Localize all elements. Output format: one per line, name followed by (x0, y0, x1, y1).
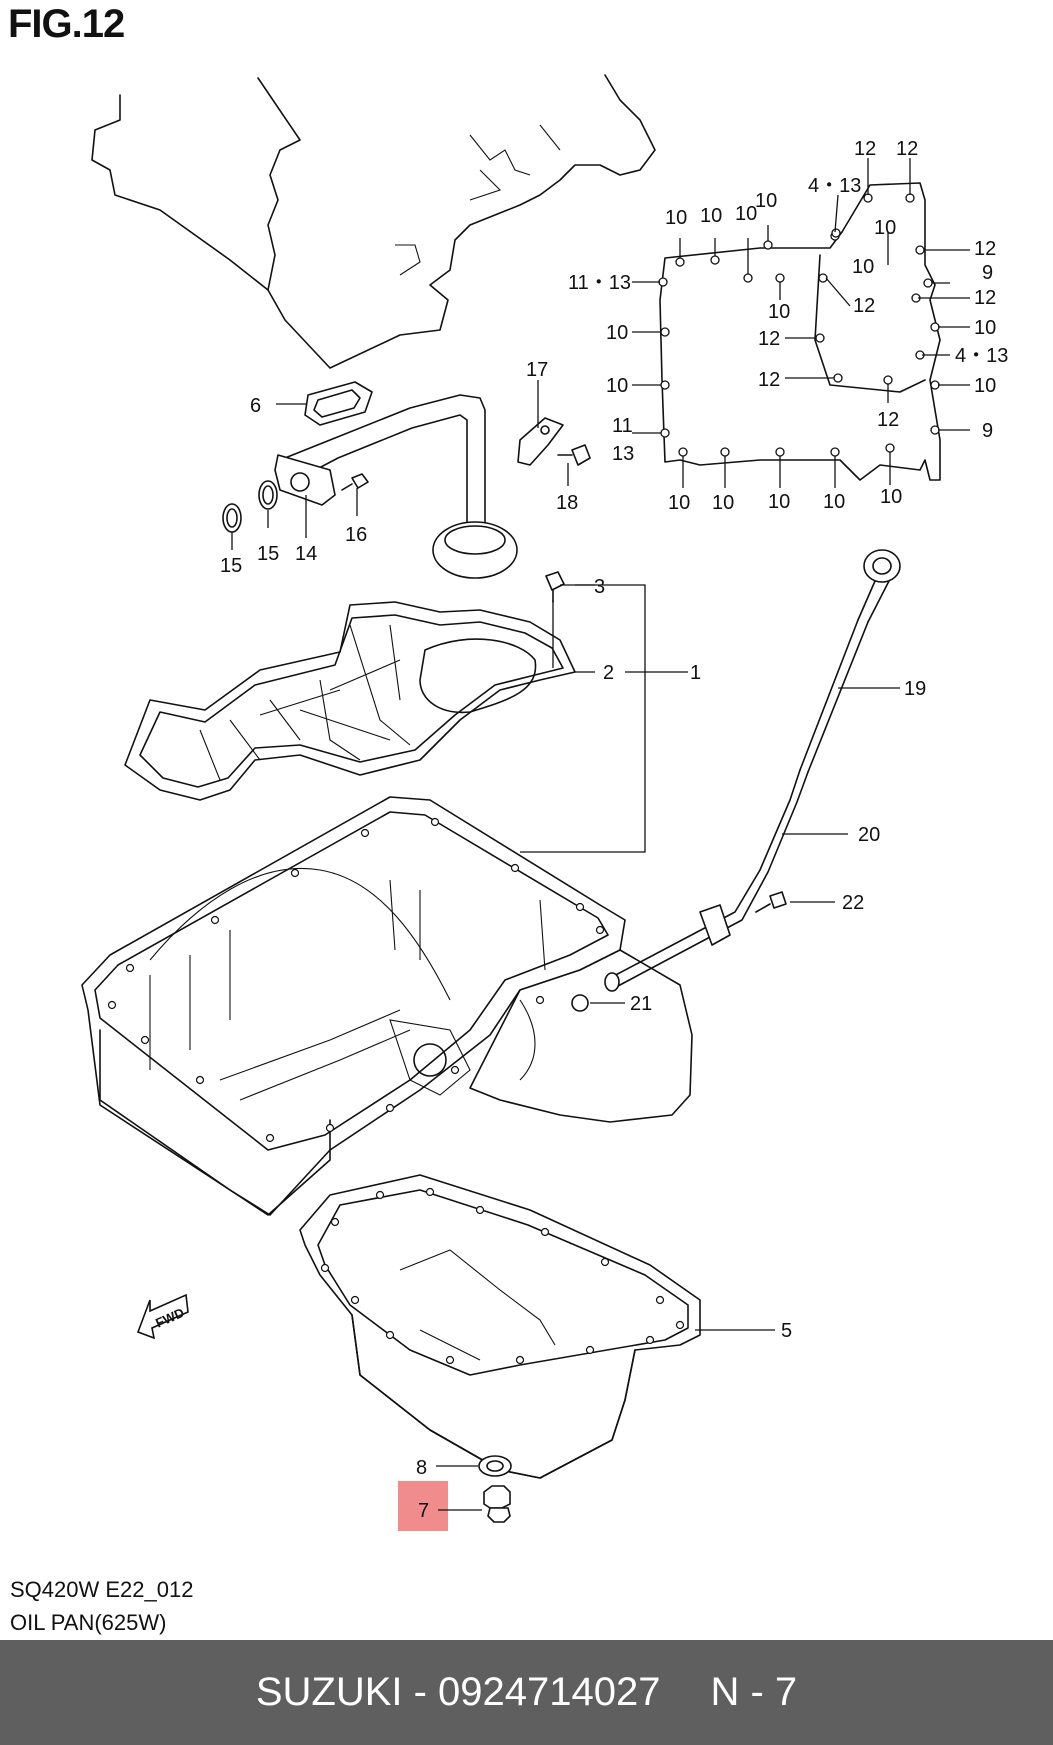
callout-8: 8 (416, 1457, 427, 1479)
callout-18: 18 (556, 492, 578, 514)
callout-14: 14 (295, 543, 317, 565)
oil-pan-exploded-diagram: FWD 1 2 3 5 6 7 8 14 15 15 16 17 18 19 2… (81, 74, 1008, 1531)
bolt-22 (755, 891, 787, 913)
bolt-callout-10: 10 (974, 317, 996, 339)
fwd-direction-arrow: FWD (136, 1293, 189, 1340)
callout-21: 21 (630, 993, 652, 1015)
oil-strainer (274, 394, 518, 579)
callout-16: 16 (345, 524, 367, 546)
upper-oil-pan (81, 796, 693, 1216)
drain-washer (478, 1455, 512, 1477)
callout-2: 2 (603, 662, 614, 684)
bolt-callout-12: 12 (854, 138, 876, 160)
strainer-gasket (304, 381, 373, 426)
bolt-callout-10: 10 (823, 491, 845, 513)
bolt-callout-10: 10 (852, 256, 874, 278)
bolt-callout-10: 10 (768, 491, 790, 513)
callout-17: 17 (526, 359, 548, 381)
bolt-callout-11-13: 11・13 (568, 272, 631, 294)
engine-block-outline (91, 74, 656, 369)
bracket-17 (517, 417, 564, 466)
bolt-callout-12: 12 (877, 409, 899, 431)
figure-title: FIG.12 (8, 2, 125, 46)
oil-baffle-plate (124, 601, 576, 801)
oil-level-gauge (799, 549, 901, 773)
bolt-callout-10: 10 (606, 322, 628, 344)
callout-22: 22 (842, 892, 864, 914)
callout-3: 3 (594, 576, 605, 598)
bolt-callout-4-13: 4・13 (808, 175, 861, 197)
bolt-callout-4-13: 4・13 (955, 345, 1008, 367)
o-ring-15a-inner (226, 508, 238, 528)
bolt-callout-9: 9 (982, 420, 993, 442)
callout-19: 19 (904, 678, 926, 700)
bolt-callout-10: 10 (712, 492, 734, 514)
oil-level-gauge-guide (604, 769, 809, 992)
footer-bar: SUZUKI - 0924714027 N - 7 (0, 1640, 1053, 1745)
figure-caption: SQ420W E22_012 OIL PAN(625W) (10, 1573, 193, 1639)
callout-20: 20 (858, 824, 880, 846)
bolt-callout-10: 10 (874, 217, 896, 239)
bolt-3 (545, 571, 565, 603)
bolt-16 (341, 473, 369, 491)
callout-7: 7 (418, 1500, 429, 1522)
bolt-callout-12: 12 (758, 369, 780, 391)
bolt-callout-13: 13 (612, 443, 634, 465)
bolt-callout-12: 12 (853, 295, 875, 317)
figure-code: SQ420W E22_012 (10, 1577, 194, 1602)
footer-part-number: SUZUKI - 0924714027 (255, 1670, 661, 1714)
o-ring-21 (571, 994, 589, 1012)
bolt-18 (557, 444, 591, 466)
bolt-callout-12: 12 (974, 287, 996, 309)
bolt-callout-10: 10 (755, 190, 777, 212)
bolt-callout-10: 10 (700, 205, 722, 227)
callout-6: 6 (250, 395, 261, 417)
bolt-callout-12: 12 (896, 138, 918, 160)
bolt-callout-12: 12 (758, 328, 780, 350)
oil-pan-bolt-pattern (632, 158, 970, 488)
bolt-callout-9: 9 (982, 262, 993, 284)
callout-15a: 15 (220, 555, 242, 577)
bolt-callout-10: 10 (768, 301, 790, 323)
callout-15b: 15 (257, 543, 279, 565)
bolt-callout-11: 11 (612, 415, 633, 437)
drain-plug (483, 1485, 511, 1523)
bolt-callout-12: 12 (974, 238, 996, 260)
bolt-callout-10: 10 (665, 207, 687, 229)
bolt-callout-10: 10 (606, 375, 628, 397)
highlighted-part-marker (398, 1481, 448, 1531)
lower-oil-pan (299, 1174, 701, 1479)
figure-name: OIL PAN(625W) (10, 1610, 167, 1635)
bolt-callouts: 12 12 4・13 10 10 10 10 10 11・13 10 12 9 … (568, 138, 1008, 514)
leader-lines (231, 380, 900, 1511)
bolt-callout-10: 10 (974, 375, 996, 397)
o-ring-15b-inner (262, 485, 274, 505)
bolt-callout-10: 10 (735, 203, 757, 225)
footer-reference: N - 7 (710, 1670, 798, 1714)
part-callouts: 1 2 3 5 6 7 8 14 15 15 16 17 18 19 20 21… (220, 359, 926, 1522)
bolt-callout-10: 10 (880, 486, 902, 508)
callout-1: 1 (690, 662, 701, 684)
o-ring-15b (258, 480, 278, 510)
bolt-callout-10: 10 (668, 492, 690, 514)
callout-5: 5 (781, 1320, 792, 1342)
